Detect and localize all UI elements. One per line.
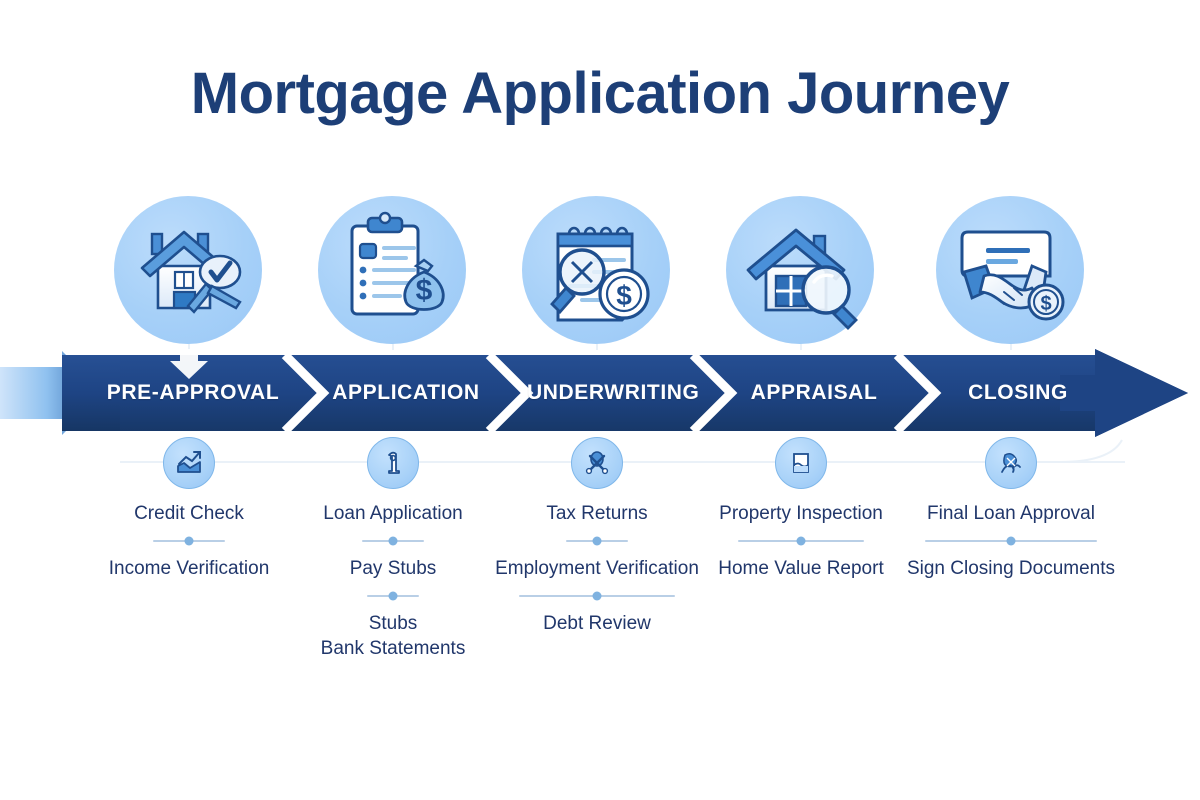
stage-label-pre-approval[interactable]: PRE-APPROVAL — [106, 381, 280, 404]
item-list-application: Loan Application Pay Stubs Stubs Bank St… — [278, 501, 508, 661]
column-closing: Final Loan Approval Sign Closing Documen… — [896, 437, 1126, 581]
document-with-magnifier-and-dollar-coin-icon: $ — [522, 196, 670, 344]
item-separator — [896, 534, 1126, 548]
credit-score-chart-icon — [163, 437, 215, 489]
house-with-checkmark-and-key-icon — [114, 196, 262, 344]
list-item: Tax Returns — [546, 503, 648, 524]
list-item: Debt Review — [543, 613, 651, 634]
item-separator — [482, 534, 712, 548]
stage-label-underwriting[interactable]: UNDERWRITING — [527, 381, 700, 404]
list-item: Final Loan Approval — [927, 503, 1095, 524]
top-icon-row: $ — [0, 196, 1200, 346]
item-list-appraisal: Property Inspection Home Value Report — [686, 501, 916, 581]
list-item: Stubs Bank Statements — [320, 613, 466, 659]
item-separator — [278, 534, 508, 548]
handshake-with-document-and-coin-icon: $ — [936, 196, 1084, 344]
list-item: Loan Application — [323, 503, 463, 524]
loan-document-icon — [367, 437, 419, 489]
clipboard-form-with-money-bag-icon: $ — [318, 196, 466, 344]
svg-text:$: $ — [616, 280, 632, 311]
signature-approval-icon — [985, 437, 1037, 489]
stage-banner — [0, 349, 1188, 437]
list-item: Income Verification — [108, 558, 270, 579]
column-application: Loan Application Pay Stubs Stubs Bank St… — [278, 437, 508, 661]
list-item: Property Inspection — [719, 503, 883, 524]
item-separator — [278, 589, 508, 603]
stage-label-closing[interactable]: CLOSING — [968, 381, 1068, 404]
house-with-magnifier-icon — [726, 196, 874, 344]
stage-label-application[interactable]: APPLICATION — [332, 381, 480, 404]
item-separator — [74, 534, 304, 548]
page-title: Mortgage Application Journey — [190, 61, 1010, 126]
stage-label-appraisal[interactable]: APPRAISAL — [750, 381, 878, 404]
item-list-closing: Final Loan Approval Sign Closing Documen… — [896, 501, 1126, 581]
item-list-underwriting: Tax Returns Employment Verification Debt… — [482, 501, 712, 636]
item-separator — [482, 589, 712, 603]
column-appraisal: Property Inspection Home Value Report — [686, 437, 916, 581]
list-item: Sign Closing Documents — [906, 558, 1116, 579]
item-separator — [686, 534, 916, 548]
list-item: Pay Stubs — [349, 558, 437, 579]
column-pre-approval: Credit Check Income Verification — [74, 437, 304, 581]
property-report-page-icon — [775, 437, 827, 489]
list-item: Credit Check — [134, 503, 244, 524]
list-item: Home Value Report — [718, 558, 884, 579]
item-list-pre-approval: Credit Check Income Verification — [74, 501, 304, 581]
list-item: Employment Verification — [495, 558, 699, 579]
svg-text:$: $ — [416, 274, 433, 307]
svg-text:$: $ — [1040, 293, 1051, 315]
crossed-tools-review-icon — [571, 437, 623, 489]
column-underwriting: Tax Returns Employment Verification Debt… — [482, 437, 712, 636]
